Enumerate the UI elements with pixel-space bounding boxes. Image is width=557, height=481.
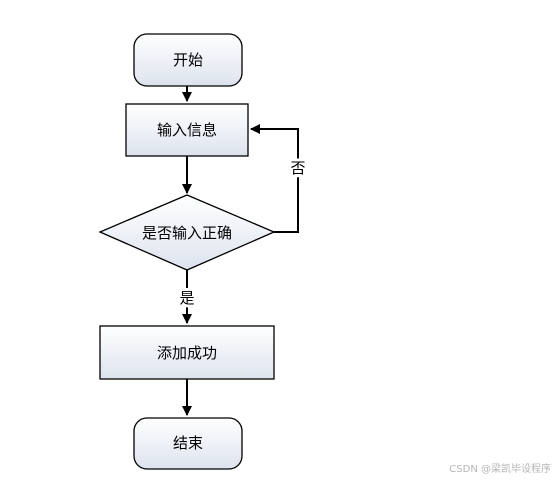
watermark: CSDN @梁凯毕设程序 — [449, 464, 551, 475]
edge-label-yes: 是 — [179, 289, 194, 307]
node-start: 开始 — [133, 33, 243, 87]
node-end-label: 结束 — [173, 434, 203, 452]
node-add-success-label: 添加成功 — [157, 344, 217, 362]
node-input-label: 输入信息 — [157, 121, 217, 139]
node-start-label: 开始 — [173, 51, 203, 69]
node-add-success: 添加成功 — [99, 325, 275, 380]
node-end: 结束 — [133, 417, 243, 470]
edge-decision-no-loop — [250, 124, 299, 233]
node-decision: 是否输入正确 — [98, 194, 276, 271]
node-input: 输入信息 — [125, 103, 249, 157]
edge-label-no: 否 — [290, 159, 305, 177]
node-decision-label: 是否输入正确 — [142, 224, 232, 242]
